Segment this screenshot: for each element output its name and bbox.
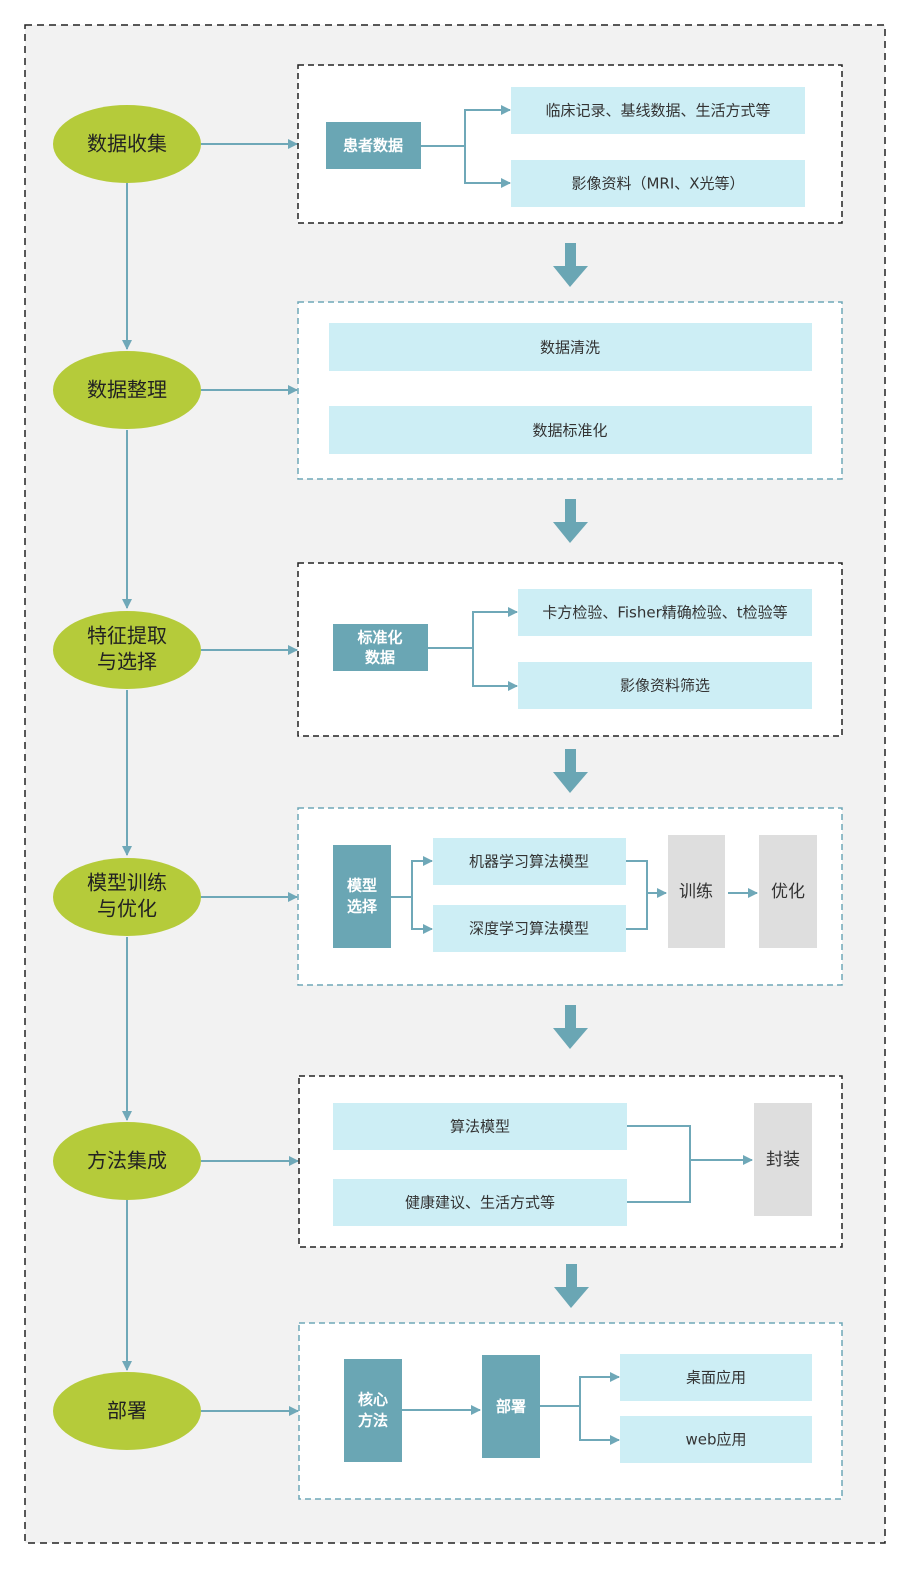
stage-label-line2: 与选择 [97,650,157,674]
statistical-tests-box [518,589,812,636]
imaging-data-label: 影像资料（MRI、X光等） [571,175,744,193]
stage-label-line2: 与优化 [97,897,157,921]
branch-connector [579,1406,620,1445]
stage-label-line1: 特征提取 [87,624,167,648]
stage-shape [53,858,201,936]
down-arrow-shaft [565,499,576,522]
stage-feature-selection: 特征提取 与选择 [53,611,201,689]
panel-model-training: 模型 选择 机器学习算法模型 深度学习算法模型 训练 优化 [297,807,843,986]
outer-frame [24,24,886,1544]
branch-connector [411,897,433,934]
stage-shape [53,351,201,429]
down-arrow-1 [553,243,588,287]
imaging-data-box [511,160,805,207]
stage-shape [53,1372,201,1450]
panel-deployment: 核心 方法 部署 桌面应用 web应用 [298,1322,843,1500]
panel-feature-selection: 标准化 数据 卡方检验、Fisher精确检验、t检验等 影像资料筛选 [297,562,843,737]
down-arrow-head [554,1287,589,1308]
stage-data-cleanup: 数据整理 [53,351,201,429]
patient-data-box [326,122,421,169]
dl-model-box [433,905,626,952]
patient-data-label: 患者数据 [343,137,403,155]
data-standardization-label: 数据标准化 [532,422,607,440]
merge-connector [627,1125,691,1203]
branch-connector [540,1372,620,1407]
clinical-records-box [511,87,805,134]
deploy-box [482,1355,540,1458]
panel-data-collection: 患者数据 临床记录、基线数据、生活方式等 影像资料（MRI、X光等） [297,64,843,224]
down-arrow-5 [554,1264,589,1308]
optimize-box [759,835,817,948]
branch-connector [472,648,518,691]
model-selection-box [333,845,391,948]
standardized-data-box [333,624,428,671]
health-advice-box [333,1179,627,1226]
model-selection-label-line1: 模型 [347,877,377,895]
algorithm-model-box [333,1103,627,1150]
stage-shape [53,105,201,183]
down-arrow-head [553,1028,588,1049]
statistical-tests-label: 卡方检验、Fisher精确检验、t检验等 [542,604,787,622]
train-box [668,835,725,948]
stage-label: 数据收集 [87,132,167,156]
stage-shape [53,1122,201,1200]
dl-model-label: 深度学习算法模型 [469,920,589,938]
package-box [754,1103,812,1216]
standardized-data-label-line1: 标准化 [356,629,402,647]
stage-label: 部署 [107,1399,147,1423]
train-label: 训练 [679,882,713,902]
ml-model-box [433,838,626,885]
ml-model-label: 机器学习算法模型 [469,853,589,871]
optimize-label: 优化 [771,882,805,902]
stage-shape [53,611,201,689]
data-cleaning-label: 数据清洗 [540,339,600,357]
algorithm-model-label: 算法模型 [450,1118,510,1136]
clinical-records-label: 临床记录、基线数据、生活方式等 [545,102,770,120]
package-label: 封装 [766,1150,800,1170]
stage-model-training: 模型训练 与优化 [53,858,201,936]
deploy-label: 部署 [496,1398,526,1416]
down-arrow-4 [553,1005,588,1049]
core-method-box [344,1359,402,1462]
down-arrow-shaft [565,1005,576,1028]
down-arrow-3 [553,749,588,793]
down-arrow-2 [553,499,588,543]
stage-integration: 方法集成 [53,1122,201,1200]
data-standardization-box [329,406,812,454]
core-method-label-line2: 方法 [358,1412,388,1430]
model-selection-label-line2: 选择 [347,898,378,916]
imaging-screening-label: 影像资料筛选 [620,677,710,695]
down-arrow-head [553,266,588,287]
down-arrow-shaft [565,243,576,266]
merge-connector [626,860,648,930]
panel-data-cleanup: 数据清洗 数据标准化 [297,301,843,480]
down-arrow-shaft [565,749,576,772]
desktop-app-box [620,1354,812,1401]
branch-connector [391,856,433,898]
branch-connector [428,607,518,649]
imaging-screening-box [518,662,812,709]
stage-deployment: 部署 [53,1372,201,1450]
web-app-label: web应用 [685,1431,746,1449]
down-arrow-head [553,772,588,793]
stage-label-line1: 模型训练 [87,871,167,895]
branch-connector [421,105,511,147]
web-app-box [620,1416,812,1463]
panel-integration: 算法模型 健康建议、生活方式等 封装 [298,1075,843,1248]
down-arrow-head [553,522,588,543]
branch-connector [464,146,511,188]
standardized-data-label-line2: 数据 [365,649,395,667]
stage-label: 数据整理 [87,378,167,402]
stage-label: 方法集成 [87,1149,167,1173]
data-cleaning-box [329,323,812,371]
down-arrow-shaft [566,1264,577,1287]
stage-data-collection: 数据收集 [53,105,201,183]
desktop-app-label: 桌面应用 [686,1369,746,1387]
health-advice-label: 健康建议、生活方式等 [405,1194,555,1212]
core-method-label-line1: 核心 [358,1391,388,1409]
